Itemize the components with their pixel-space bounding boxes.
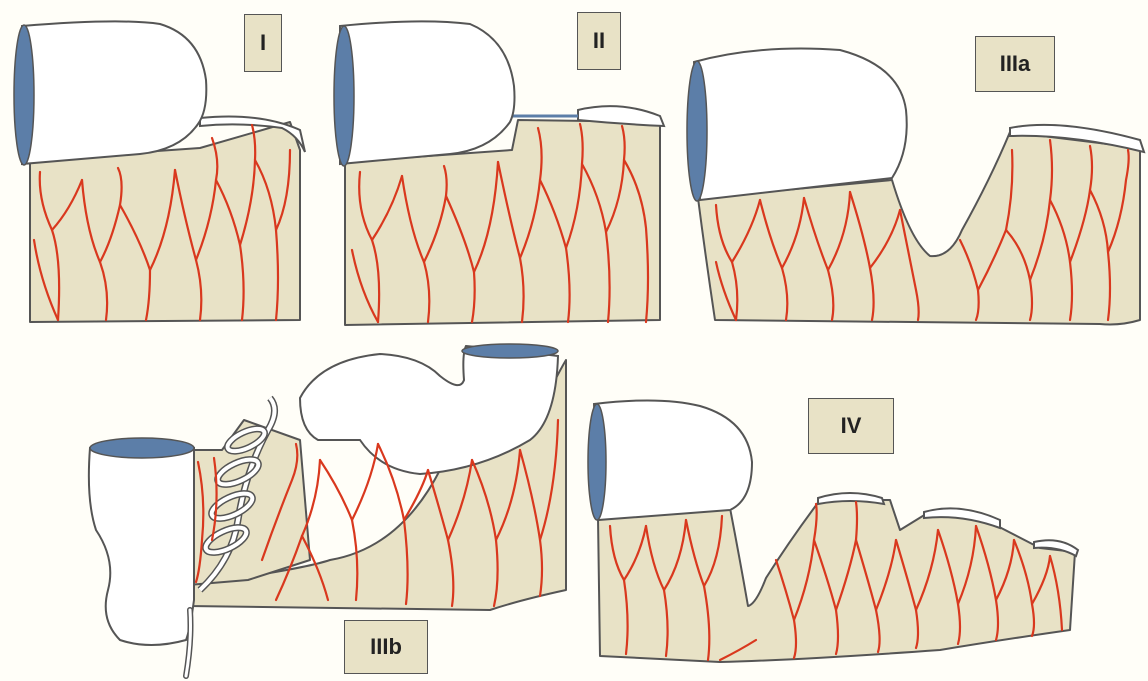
panel-ii-lumen-rim <box>334 26 354 166</box>
panel-i-lumen-rim <box>14 25 34 165</box>
panel-iiia-lumen-rim <box>687 61 707 201</box>
panel-iv-proximal-stump <box>594 400 752 520</box>
panel-iiib-proximal-lumen-rim <box>462 344 558 358</box>
panel-label-iiib: IIIb <box>344 620 428 674</box>
panel-label-i: I <box>244 14 282 72</box>
panel-label-iv: IV <box>808 398 894 454</box>
panel-iiib-illustration <box>89 344 566 676</box>
panel-label-ii: II <box>577 12 621 70</box>
panel-label-iiia: IIIa <box>975 36 1055 92</box>
panel-ii-proximal-stump <box>340 21 515 164</box>
panel-i-proximal-stump <box>22 21 206 164</box>
panel-iiib-distal-lumen-rim <box>90 438 194 458</box>
panel-iv-lumen-rim <box>588 404 606 520</box>
panel-iiia-proximal-stump <box>694 49 907 201</box>
panel-iiia-illustration <box>687 49 1144 325</box>
panel-iiib-distal-segment <box>89 448 194 645</box>
